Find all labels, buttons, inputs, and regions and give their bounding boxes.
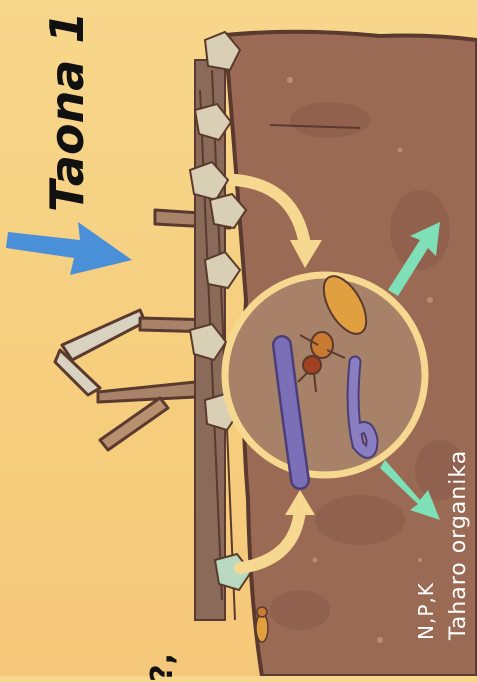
corner-text-fragment: ?, (145, 653, 180, 682)
sun-ray-arrow-icon (6, 222, 132, 275)
organic-matter-label: Taharo organika (446, 450, 471, 640)
small-termite-icon (256, 607, 268, 642)
decomposer-circle (225, 275, 425, 475)
title-text: Taona 1 (40, 12, 94, 212)
nutrients-label: N,P,K (414, 582, 438, 640)
